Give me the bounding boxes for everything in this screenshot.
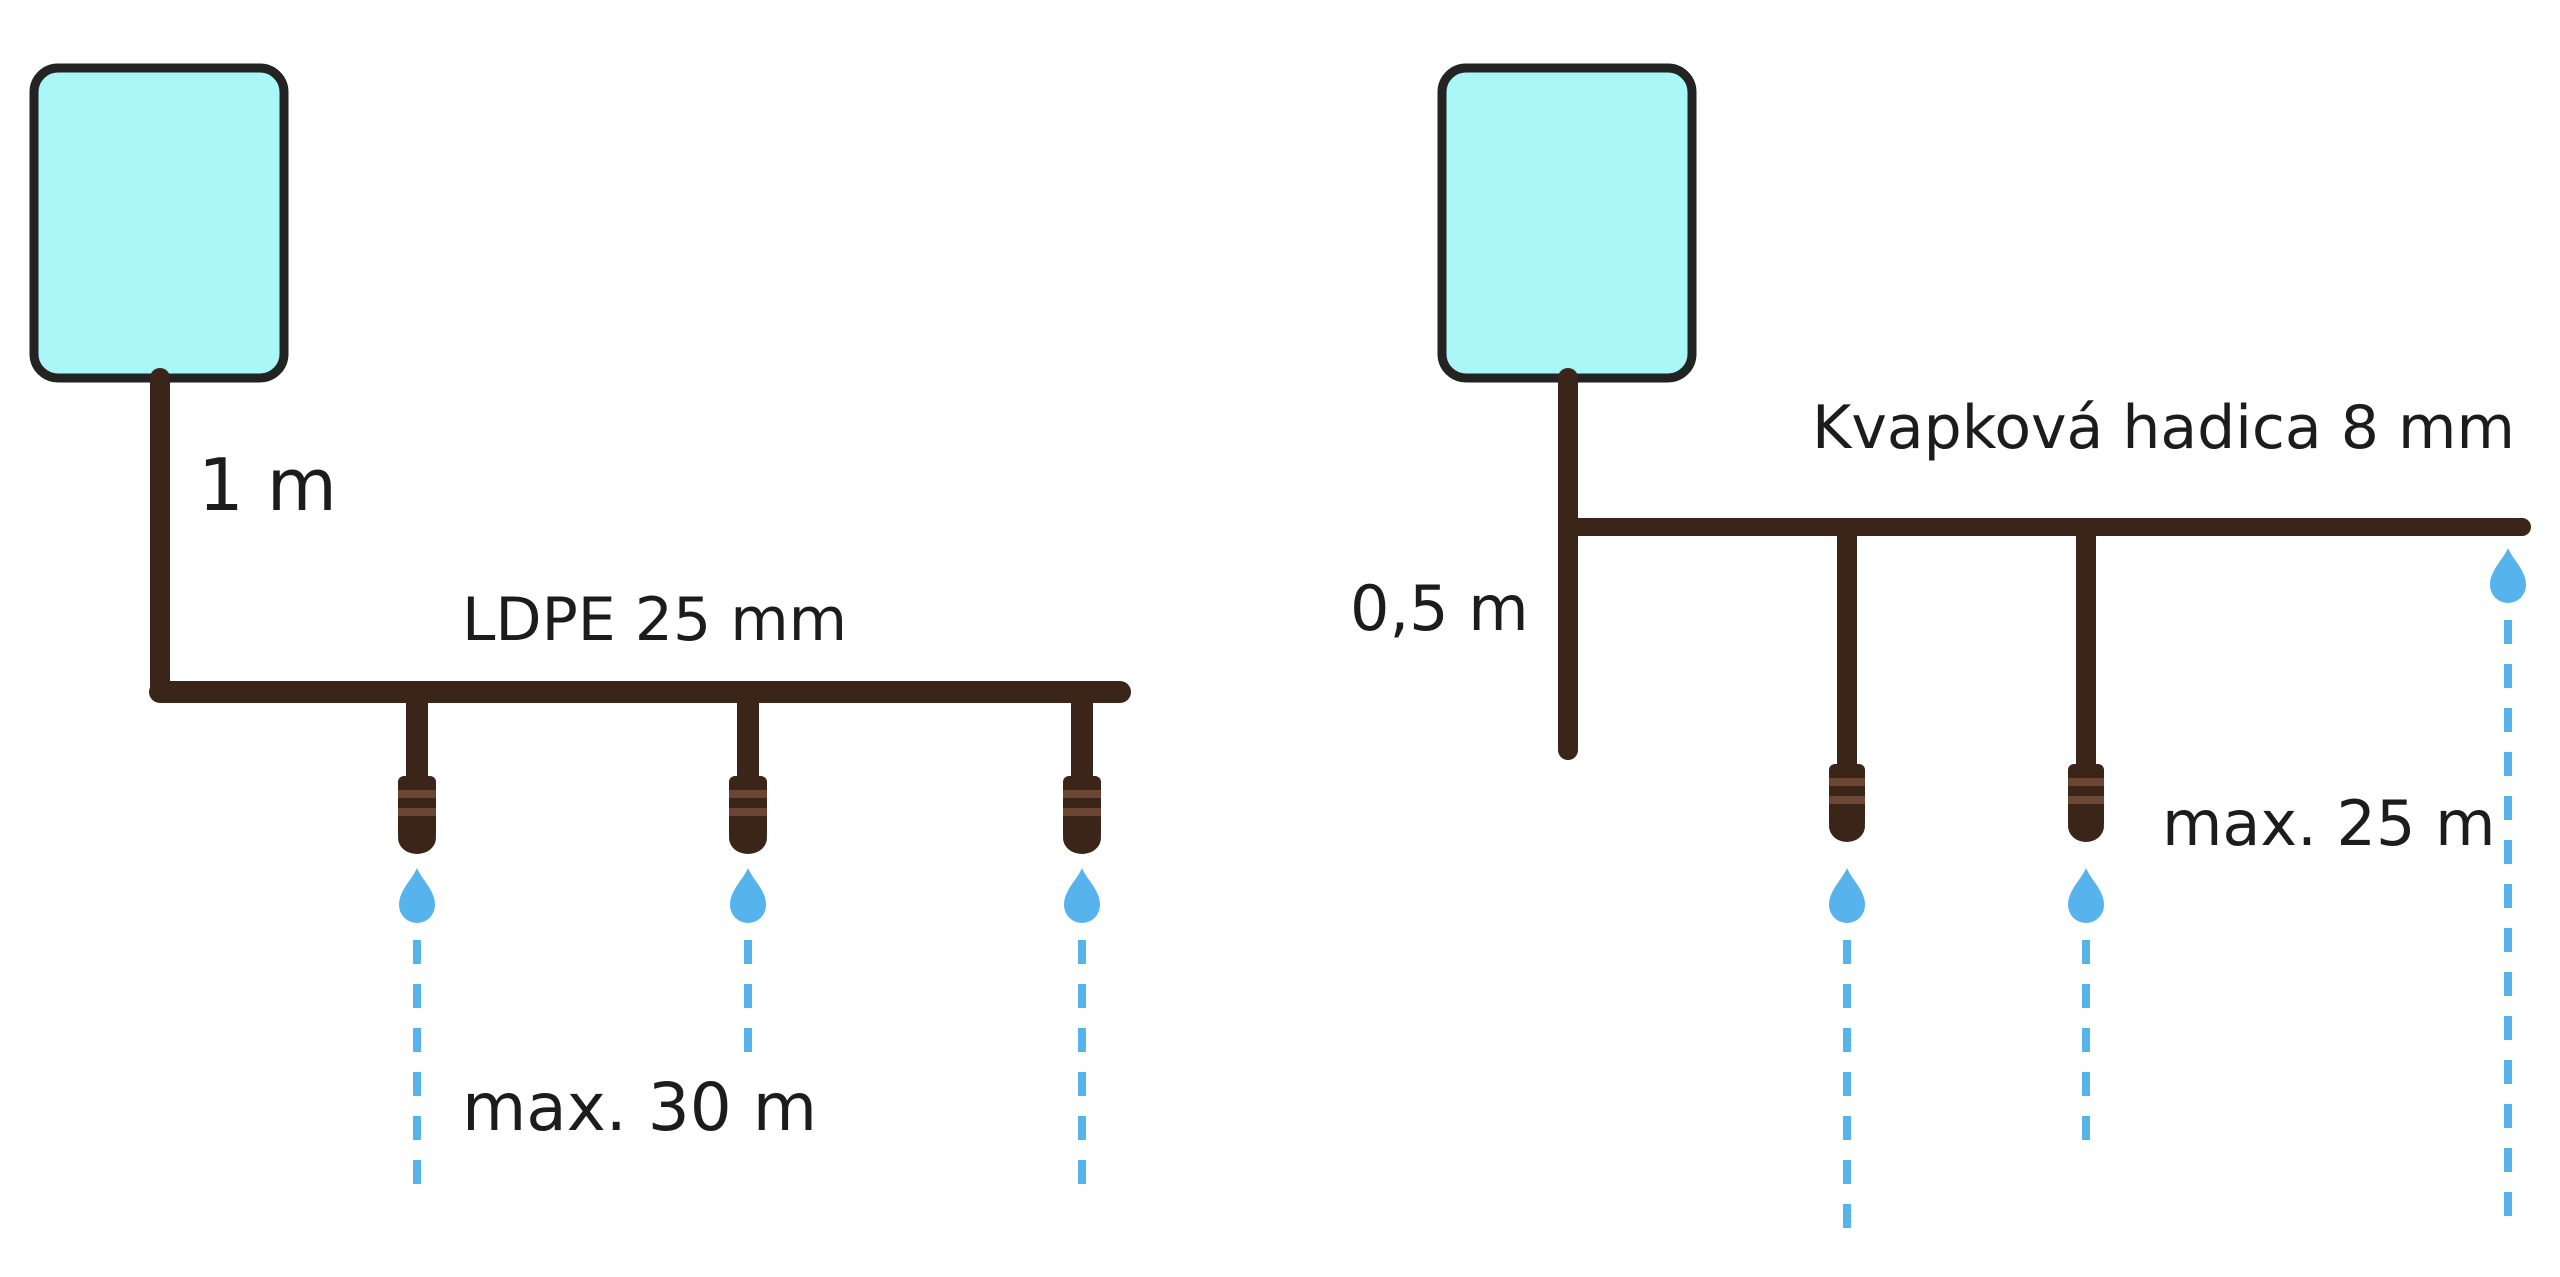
right-water-tank <box>1437 63 1697 383</box>
right-distance-label: max. 25 m <box>2162 787 2496 860</box>
left-dripper-2 <box>729 700 767 854</box>
left-water-drop-3 <box>1064 868 1100 923</box>
left-water-drop-2 <box>730 868 766 923</box>
right-pipe-label: Kvapková hadica 8 mm <box>1812 393 2515 463</box>
right-dripper-1 <box>1829 534 1865 842</box>
left-dripper-1 <box>398 700 436 854</box>
left-water-drop-1 <box>399 868 435 923</box>
right-water-drop-3 <box>2490 548 2526 603</box>
left-system: 1 m LDPE 25 mm max. 30 m <box>29 63 1131 1195</box>
right-riser-label: 0,5 m <box>1350 572 1529 645</box>
left-pipe-label: LDPE 25 mm <box>462 585 847 655</box>
left-dripper-3 <box>1063 700 1101 854</box>
right-dripper-2 <box>2068 534 2104 842</box>
left-distance-label: max. 30 m <box>462 1069 817 1146</box>
right-water-drop-2 <box>2068 868 2104 923</box>
left-water-tank <box>29 63 289 383</box>
right-water-drop-1 <box>1829 868 1865 923</box>
right-system: 0,5 m Kvapková hadica 8 mm max. 25 m <box>1350 63 2531 1240</box>
left-riser-label: 1 m <box>198 443 337 527</box>
